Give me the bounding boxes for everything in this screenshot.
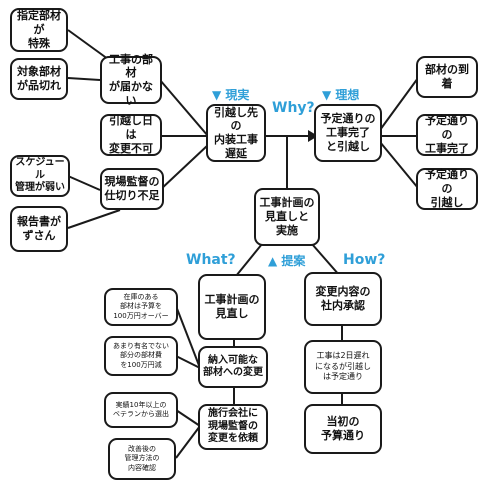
- node-what-site: 施行会社に 現場監督の 変更を依頼: [198, 404, 268, 450]
- connector: [67, 175, 101, 191]
- what-label: What?: [186, 252, 236, 268]
- node-how-budget: 当初の 予算通り: [304, 404, 382, 454]
- how-label: How?: [343, 252, 386, 268]
- ideal-label: ▼ 理想: [322, 88, 360, 102]
- proposal-label: ▲ 提案: [268, 254, 306, 268]
- node-cause-parts: 工事の部材 が届かない: [100, 53, 162, 107]
- node-cause-date: 引越し日は 変更不可: [100, 114, 162, 156]
- connector: [311, 243, 341, 277]
- node-cause-special: 指定部材が 特殊: [10, 8, 68, 52]
- node-what-cheap: あまり有名でない 部分の部材費 を100万円減: [104, 336, 178, 376]
- connector: [235, 243, 263, 277]
- why-arrow-head: [308, 130, 318, 142]
- node-cause-schedule: スケジュール 管理が弱い: [10, 155, 70, 197]
- node-what-parts: 納入可能な 部材への変更: [198, 346, 268, 388]
- reality-label: ▼ 現実: [212, 88, 250, 102]
- node-ideal-move: 予定通りの 引越し: [416, 168, 478, 210]
- connector: [67, 77, 101, 81]
- node-what-stock: 在庫のある 部材は予算を 100万円オーバー: [104, 288, 178, 326]
- node-ideal-work: 予定通りの 工事完了: [416, 114, 478, 156]
- connector: [175, 425, 201, 459]
- node-ideal-state: 予定通りの 工事完了 と引越し: [314, 104, 382, 162]
- node-cause-report: 報告書が ずさん: [10, 206, 68, 252]
- connector: [159, 144, 209, 191]
- node-how-delay: 工事は2日遅れ になるが引越し は予定通り: [304, 340, 382, 394]
- node-cause-site: 現場監督の 仕切り不足: [100, 168, 164, 210]
- node-how-approval: 変更内容の 社内承認: [304, 272, 382, 326]
- node-cause-stock: 対象部材 が品切れ: [10, 58, 68, 100]
- connector: [175, 355, 201, 369]
- connector: [175, 409, 201, 427]
- connector: [379, 77, 419, 131]
- why-label: Why?: [272, 100, 315, 116]
- connector: [67, 209, 121, 229]
- node-proposal-main: 工事計画の 見直しと 実施: [254, 188, 320, 246]
- node-what-manage: 改善後の 管理方法の 内容確認: [108, 438, 176, 480]
- connector: [379, 141, 419, 189]
- connector: [175, 305, 201, 369]
- connector: [159, 79, 209, 137]
- node-what-veteran: 実績10年以上の ベテランから選出: [104, 392, 178, 428]
- node-ideal-parts: 部材の到着: [416, 56, 478, 98]
- node-what-review: 工事計画の 見直し: [198, 274, 266, 340]
- node-main-problem: 引越し先の 内装工事 遅延: [206, 104, 266, 162]
